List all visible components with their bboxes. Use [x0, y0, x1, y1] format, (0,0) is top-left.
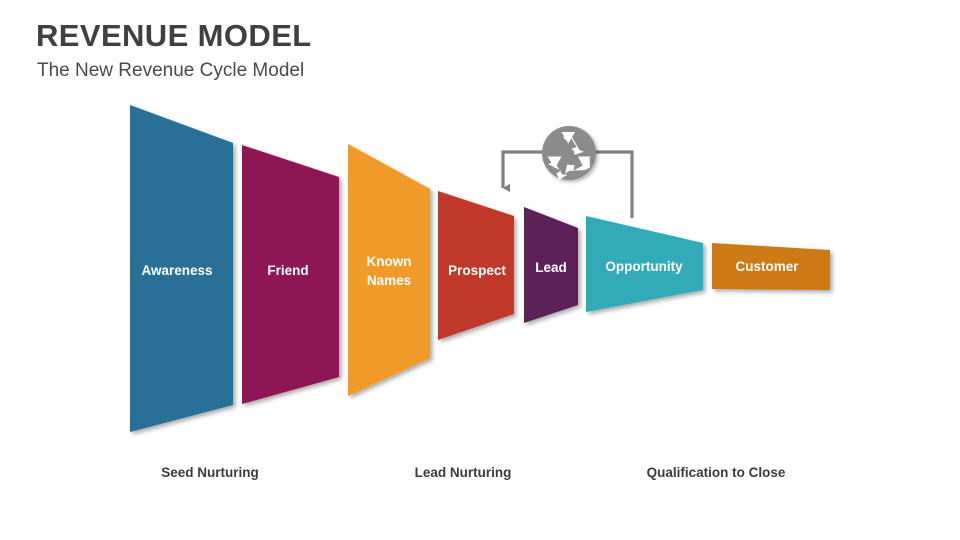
funnel-stage-awareness[interactable]: Awareness	[130, 105, 233, 432]
funnel-stage-lead-label: Lead	[535, 260, 567, 275]
recycle-connector	[501, 150, 634, 218]
funnel-stage-lead[interactable]: Lead	[524, 207, 578, 323]
recycle-connector-left-line	[501, 150, 544, 193]
funnel-stage-prospect[interactable]: Prospect	[438, 191, 514, 340]
recycle-icon-arrows	[547, 132, 591, 180]
funnel-stage-known-names-label-line1: Known	[367, 254, 412, 269]
funnel-stage-known-names[interactable]: Known Names	[348, 144, 430, 396]
funnel-stage-known-names-label-line2: Names	[367, 273, 411, 288]
funnel-stage-customer-label: Customer	[735, 259, 799, 274]
page-subtitle: The New Revenue Cycle Model	[37, 60, 305, 81]
funnel-stage-prospect-label: Prospect	[448, 263, 506, 278]
phase-label-lead-nurturing: Lead Nurturing	[415, 465, 512, 480]
funnel-stage-opportunity-shape	[586, 216, 703, 312]
funnel-stage-customer[interactable]: Customer	[712, 243, 830, 290]
funnel-stage-awareness-label: Awareness	[141, 263, 212, 278]
funnel-stage-friend-label: Friend	[267, 263, 308, 278]
funnel-stage-opportunity[interactable]: Opportunity	[586, 216, 703, 312]
funnel-stage-friend-shape	[242, 145, 339, 404]
funnel-stage-opportunity-label: Opportunity	[605, 259, 683, 274]
funnel-stage-customer-shape	[712, 243, 830, 290]
phase-label-seed-nurturing: Seed Nurturing	[161, 465, 259, 480]
funnel-stage-awareness-shape	[130, 105, 233, 432]
funnel-stage-lead-shape	[524, 207, 578, 323]
funnel-stage-known-names-shape	[348, 144, 430, 396]
phase-label-qualification-to-close: Qualification to Close	[647, 465, 786, 480]
funnel-stage-prospect-shape	[438, 191, 514, 340]
funnel-stage-friend[interactable]: Friend	[242, 145, 339, 404]
recycle-connector-right-line	[596, 150, 634, 218]
recycle-icon	[542, 126, 596, 180]
page-title: REVENUE MODEL	[36, 18, 312, 53]
